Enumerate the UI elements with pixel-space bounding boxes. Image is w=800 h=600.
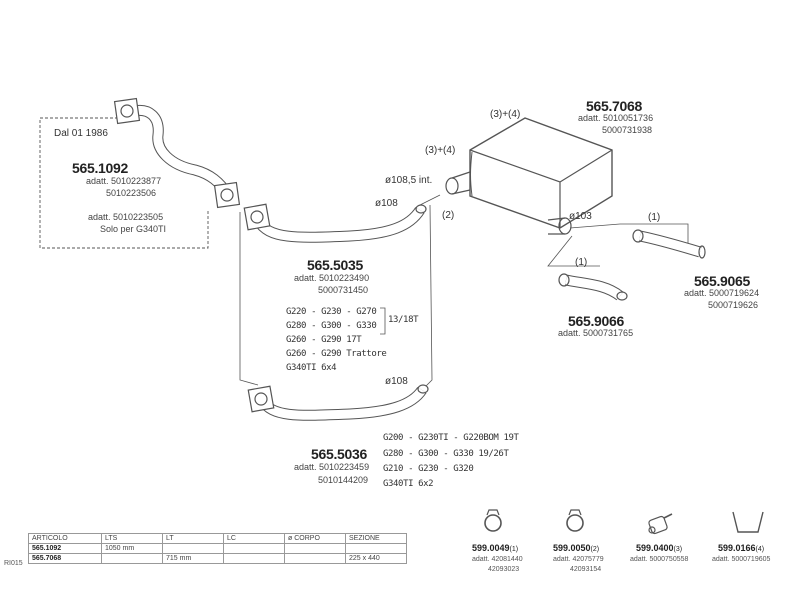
ref-line: adatt. 5010051736: [578, 113, 654, 123]
table-header-cell: ø CORPO: [284, 533, 346, 544]
tailpipe-565-9065: [632, 229, 706, 259]
ref-line: adatt. 5010223505: [88, 212, 164, 222]
clamp-icon: [566, 509, 584, 532]
ref-line: adatt. 5010223459: [294, 462, 370, 472]
ref-line: adatt. 5000719605: [712, 556, 771, 563]
ref-line: adatt. 5010223877: [86, 176, 162, 186]
table-cell: 225 x 440: [345, 553, 407, 564]
spec-table: ARTICOLO LTS LT LC ø CORPO SEZIONE 565.1…: [28, 533, 407, 564]
ref-line: 5010223506: [106, 188, 157, 198]
table-cell: [345, 543, 407, 554]
table-header-cell: LTS: [101, 533, 163, 544]
ref-line: 5000731450: [318, 285, 369, 295]
model-line: G210 - G230 - G320: [383, 464, 474, 474]
front-pipe-callout-box: [39, 117, 209, 249]
table-header-row: ARTICOLO LTS LT LC ø CORPO SEZIONE: [28, 533, 407, 544]
tailpipe-bracket: [547, 223, 689, 267]
part-number-599-0400: 599.0400(3): [636, 543, 683, 554]
muffler-note-side: (3)+(4): [425, 145, 456, 156]
model-line: G220 - G230 - G270: [286, 307, 377, 317]
model-line: G340TI 6x2: [383, 479, 434, 489]
ref-line: 42093154: [570, 566, 602, 573]
inlet-diameter: ø108,5 int.: [385, 175, 433, 186]
model-line: G200 - G230TI - G220BOM 19T: [383, 433, 519, 443]
table-cell: [223, 543, 285, 554]
ref-line: adatt. 5000750558: [630, 556, 689, 563]
part-number-565-5035: 565.5035: [307, 257, 363, 273]
table-cell: 565.7068: [28, 553, 102, 564]
ref-line: 5000719626: [708, 300, 759, 310]
part-number-565-7068: 565.7068: [586, 98, 642, 114]
part-number-565-1092: 565.1092: [72, 160, 128, 176]
clamp-icon: [484, 509, 502, 532]
note-1: (1): [575, 257, 588, 268]
table-cell: [284, 553, 346, 564]
model-line: G340TI 6x4: [286, 363, 337, 373]
table-cell: [223, 553, 285, 564]
part-number-599-0049: 599.0049(1): [472, 543, 519, 554]
table-cell: [284, 543, 346, 554]
ref-line: adatt. 42081440: [472, 556, 523, 563]
date-note: Dal 01 1986: [54, 128, 108, 139]
ref-line: 5010144209: [318, 475, 369, 485]
ref-line: adatt. 5010223490: [294, 273, 370, 283]
model-line: G260 - G290 17T: [286, 335, 362, 345]
ref-line: adatt. 5000731765: [558, 328, 634, 338]
pipe-a-diameter: ø108: [375, 198, 398, 209]
tailpipe-565-9066: [558, 273, 628, 301]
intermediate-pipe-565-5036: [247, 384, 429, 421]
table-header-cell: SEZIONE: [345, 533, 407, 544]
model-line: G280 - G300 - G330: [286, 321, 377, 331]
pipe-options-bracket: [239, 204, 433, 387]
part-number-599-0050: 599.0050(2): [553, 543, 600, 554]
table-row: 565.1092 1050 mm: [28, 543, 407, 554]
pipe-b-diameter: ø108: [385, 376, 408, 387]
rubber-mount-icon: [648, 513, 673, 535]
model-line: G260 - G290 Trattore: [286, 349, 387, 359]
outlet-diameter: ø103: [569, 211, 592, 222]
ref-line: 5000731938: [602, 125, 653, 135]
table-cell: 1050 mm: [101, 543, 163, 554]
table-cell: [162, 543, 224, 554]
ref-line: adatt. 42075779: [553, 556, 604, 563]
part-number-599-0166: 599.0166(4): [718, 543, 765, 554]
bracket-note: 13/18T: [388, 315, 419, 325]
note-1: (1): [648, 212, 661, 223]
table-cell: [101, 553, 163, 564]
table-header-cell: LC: [223, 533, 285, 544]
ref-line: 42093023: [488, 566, 520, 573]
part-number-565-9066: 565.9066: [568, 313, 624, 329]
u-bracket-icon: [732, 511, 764, 533]
muffler-note-top: (3)+(4): [490, 109, 521, 120]
muffler-565-7068: [445, 117, 613, 235]
front-pipe-565-1092: [113, 97, 241, 209]
part-number-565-9065: 565.9065: [694, 273, 750, 289]
intermediate-pipe-565-5035: [243, 203, 427, 243]
table-cell: 715 mm: [162, 553, 224, 564]
table-header-cell: ARTICOLO: [28, 533, 102, 544]
table-cell: 565.1092: [28, 543, 102, 554]
model-line: G280 - G300 - G330 19/26T: [383, 449, 509, 459]
ref-note: Solo per G340TI: [100, 224, 167, 234]
note-2: (2): [442, 210, 455, 221]
ref-line: adatt. 5000719624: [684, 288, 760, 298]
table-row: 565.7068 715 mm 225 x 440: [28, 553, 407, 564]
table-side-label: RI015: [4, 560, 23, 567]
table-header-cell: LT: [162, 533, 224, 544]
part-number-565-5036: 565.5036: [311, 446, 367, 462]
